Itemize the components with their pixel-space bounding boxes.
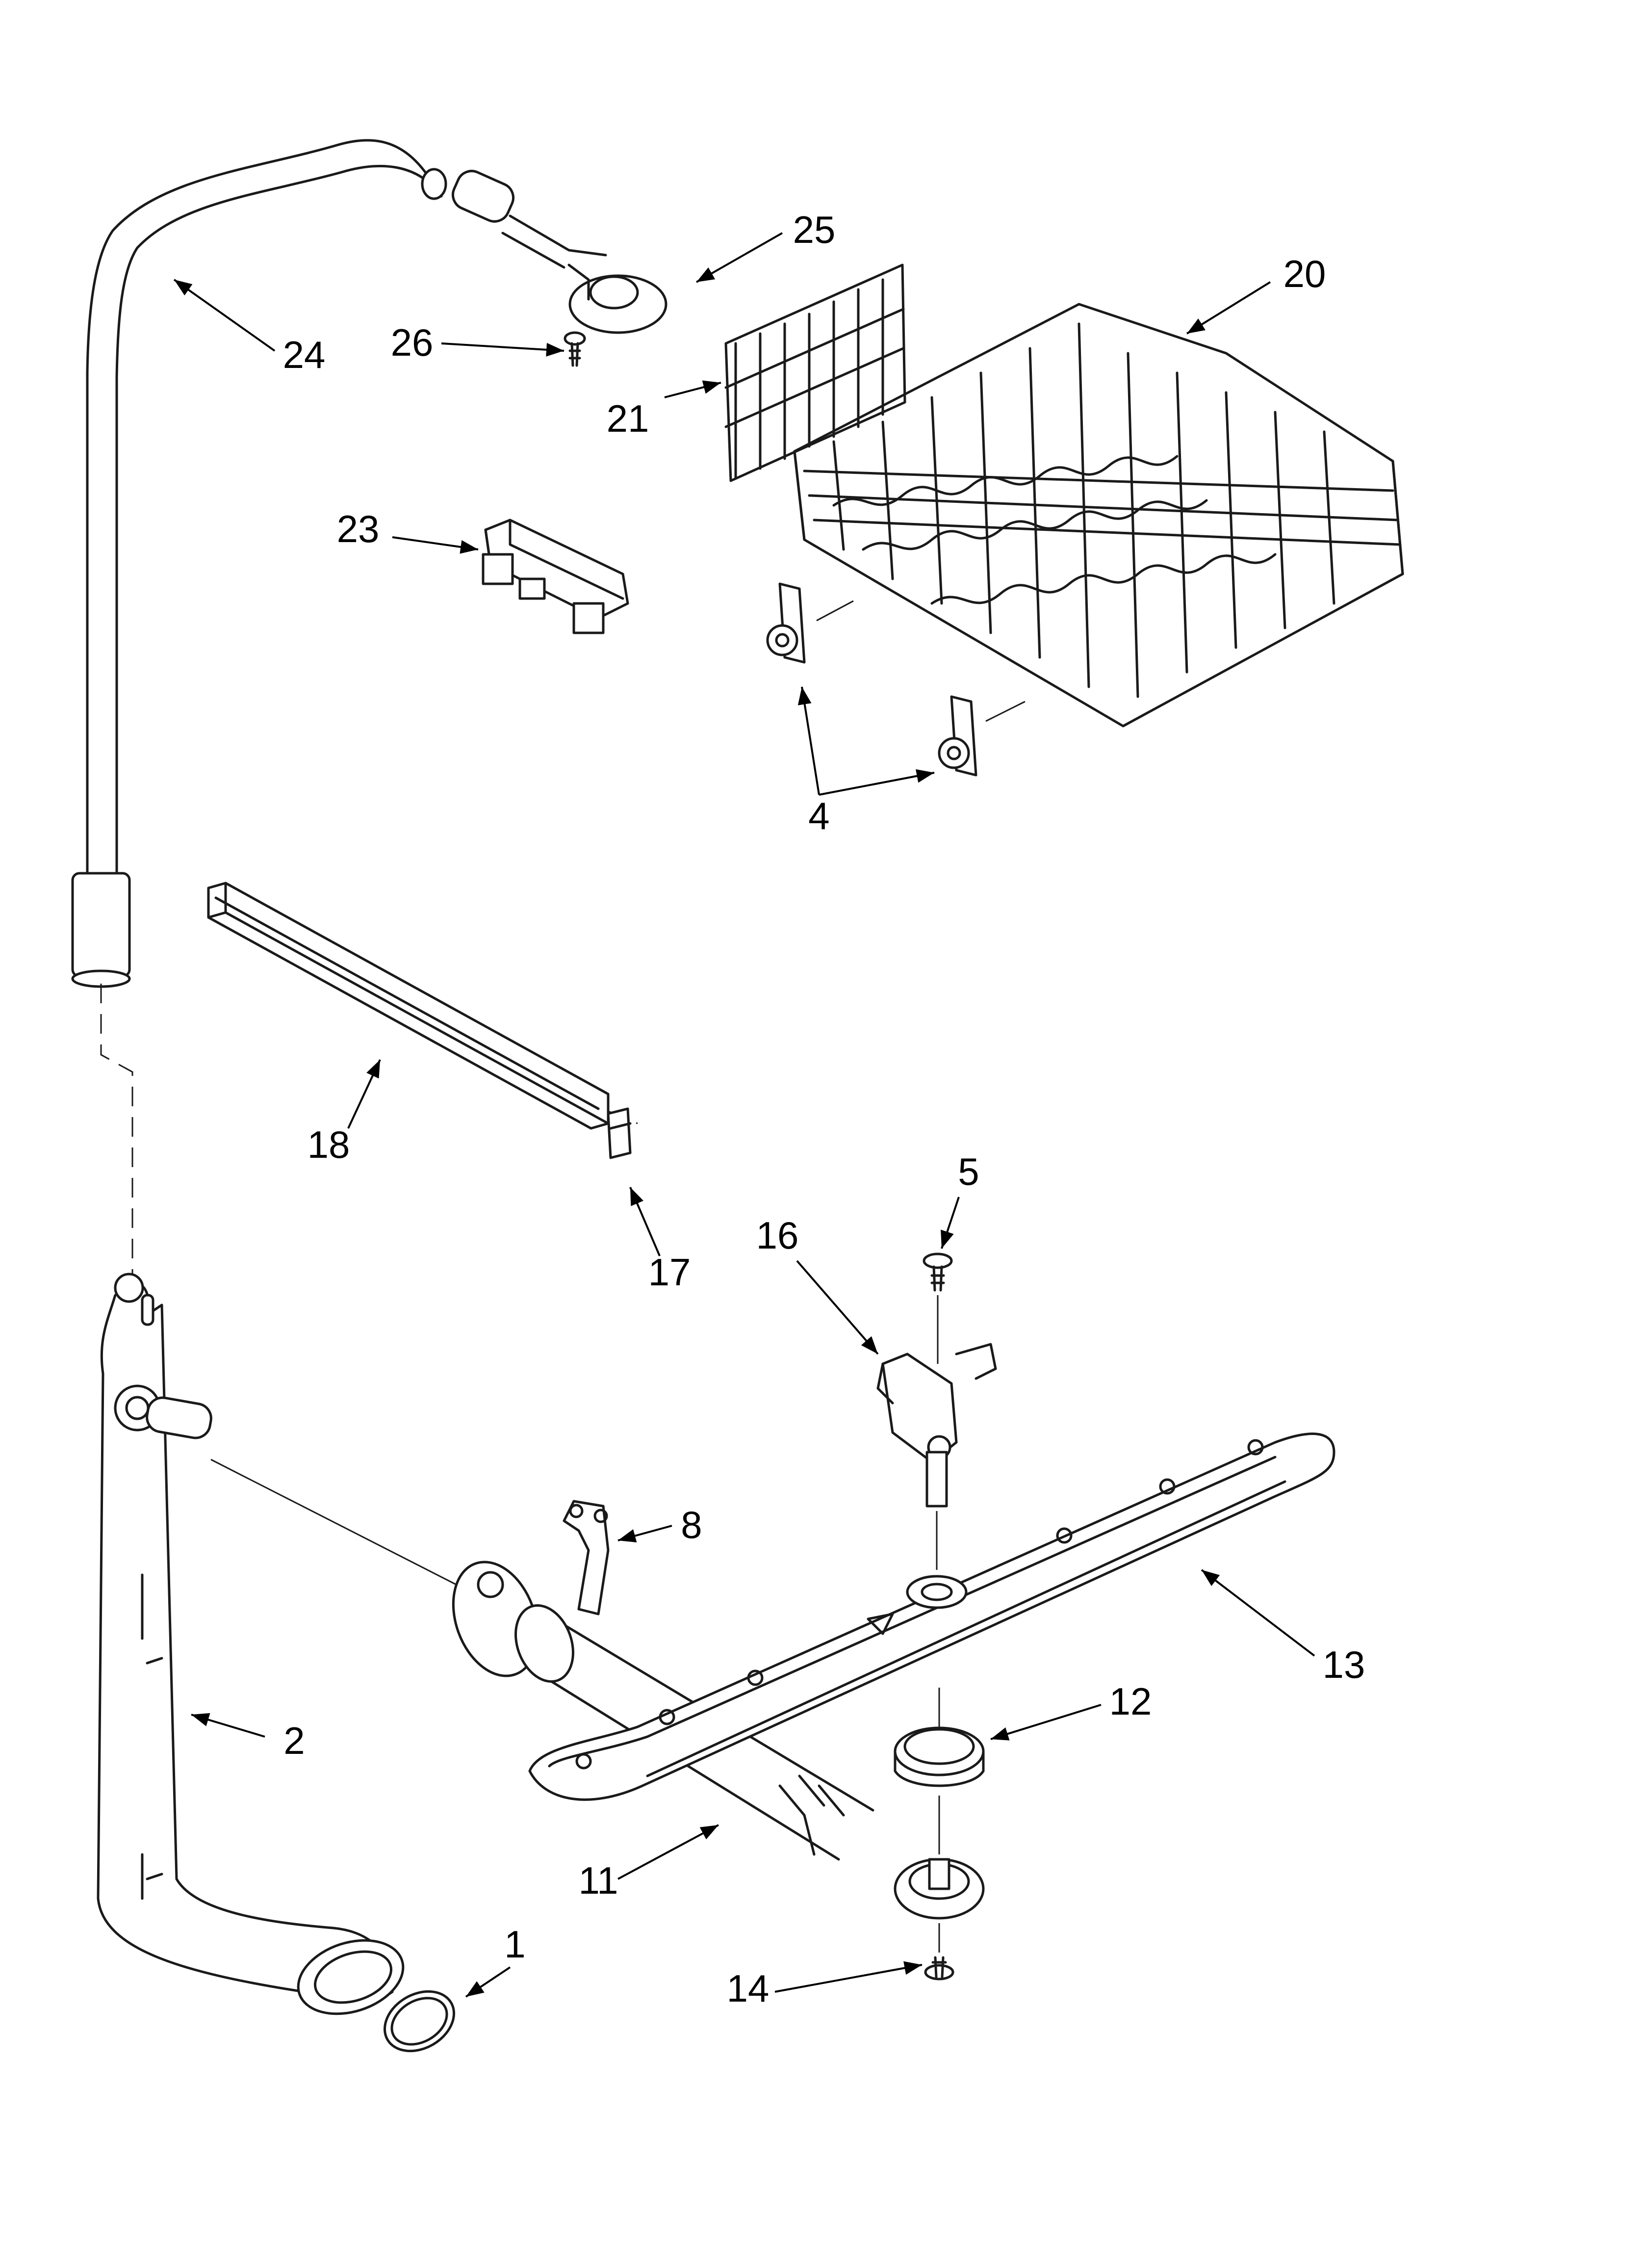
seal-ring <box>894 1688 985 1854</box>
leader-arrow-13 <box>1201 1569 1315 1657</box>
screw-26 <box>564 331 586 367</box>
callout-label-25: 25 <box>793 208 836 251</box>
leader-arrow-20 <box>1186 281 1271 335</box>
leader-arrow-2 <box>191 1713 265 1738</box>
supply-tube <box>71 139 447 988</box>
rack-roller-right <box>938 695 977 777</box>
leader-arrow-24 <box>173 279 276 352</box>
callout-label-12: 12 <box>1109 1680 1152 1723</box>
rack-rail <box>207 882 638 1130</box>
callout-label-17: 17 <box>648 1251 691 1294</box>
callout-label-8: 8 <box>681 1503 702 1546</box>
callout-label-4: 4 <box>808 794 829 837</box>
callout-label-21: 21 <box>607 397 649 440</box>
leader-arrow-25 <box>696 232 783 283</box>
callout-label-13: 13 <box>1323 1643 1365 1686</box>
leader-arrow-16 <box>774 1961 923 1993</box>
callout-label-1: 1 <box>504 1923 525 1966</box>
callout-labels: 25 20 24 26 21 23 4 18 17 5 16 8 13 12 2… <box>283 208 1365 2010</box>
lower-spray-arm <box>528 1433 1335 1801</box>
gasket-ring <box>383 1990 456 2053</box>
rack-roller-left <box>766 582 806 664</box>
leader-arrow-4a <box>797 686 820 795</box>
leader-arrow-18 <box>347 1059 381 1129</box>
screw-16 <box>924 1956 954 1981</box>
screw-5 <box>923 1252 953 1364</box>
callout-label-20: 20 <box>1283 252 1326 295</box>
spray-arm-support <box>876 1343 997 1570</box>
leader-arrow-5 <box>941 1197 960 1249</box>
callout-label-14: 16 <box>756 1214 799 1257</box>
rail-clip <box>482 519 629 634</box>
leader-arrow-17 <box>629 1187 661 1256</box>
upper-dishrack <box>793 303 1404 728</box>
manifold <box>97 1273 466 2015</box>
leader-arrow-8 <box>617 1525 672 1543</box>
connection-dashed-line <box>100 984 133 1290</box>
callout-label-26: 26 <box>391 321 434 364</box>
leader-arrow-11 <box>617 1824 719 1880</box>
leader-arrow-12 <box>990 1704 1102 1741</box>
callout-label-2: 2 <box>283 1719 305 1762</box>
leader-arrow-23 <box>392 536 479 554</box>
callout-label-23: 23 <box>337 507 380 550</box>
conduit-assembly <box>452 1561 874 1861</box>
upper-spray-head <box>452 170 667 334</box>
bracket-8 <box>563 1500 610 1616</box>
rail-stop-clip <box>607 1107 632 1159</box>
callout-label-24: 24 <box>283 333 326 376</box>
callout-label-18: 18 <box>308 1123 350 1166</box>
leader-arrows <box>173 232 1315 1998</box>
leader-arrow-26 <box>441 342 564 357</box>
rack-insert <box>724 263 906 482</box>
leader-arrow-4b <box>819 769 935 796</box>
callout-label-16: 14 <box>727 1967 770 2010</box>
callout-label-11: 11 <box>579 1859 618 1902</box>
leader-arrow-21 <box>664 380 721 398</box>
spray-arm-hub <box>894 1858 985 1953</box>
leader-arrow-1 <box>465 1966 511 1998</box>
callout-label-5: 5 <box>958 1150 979 1193</box>
leader-arrow-14 <box>796 1260 879 1355</box>
